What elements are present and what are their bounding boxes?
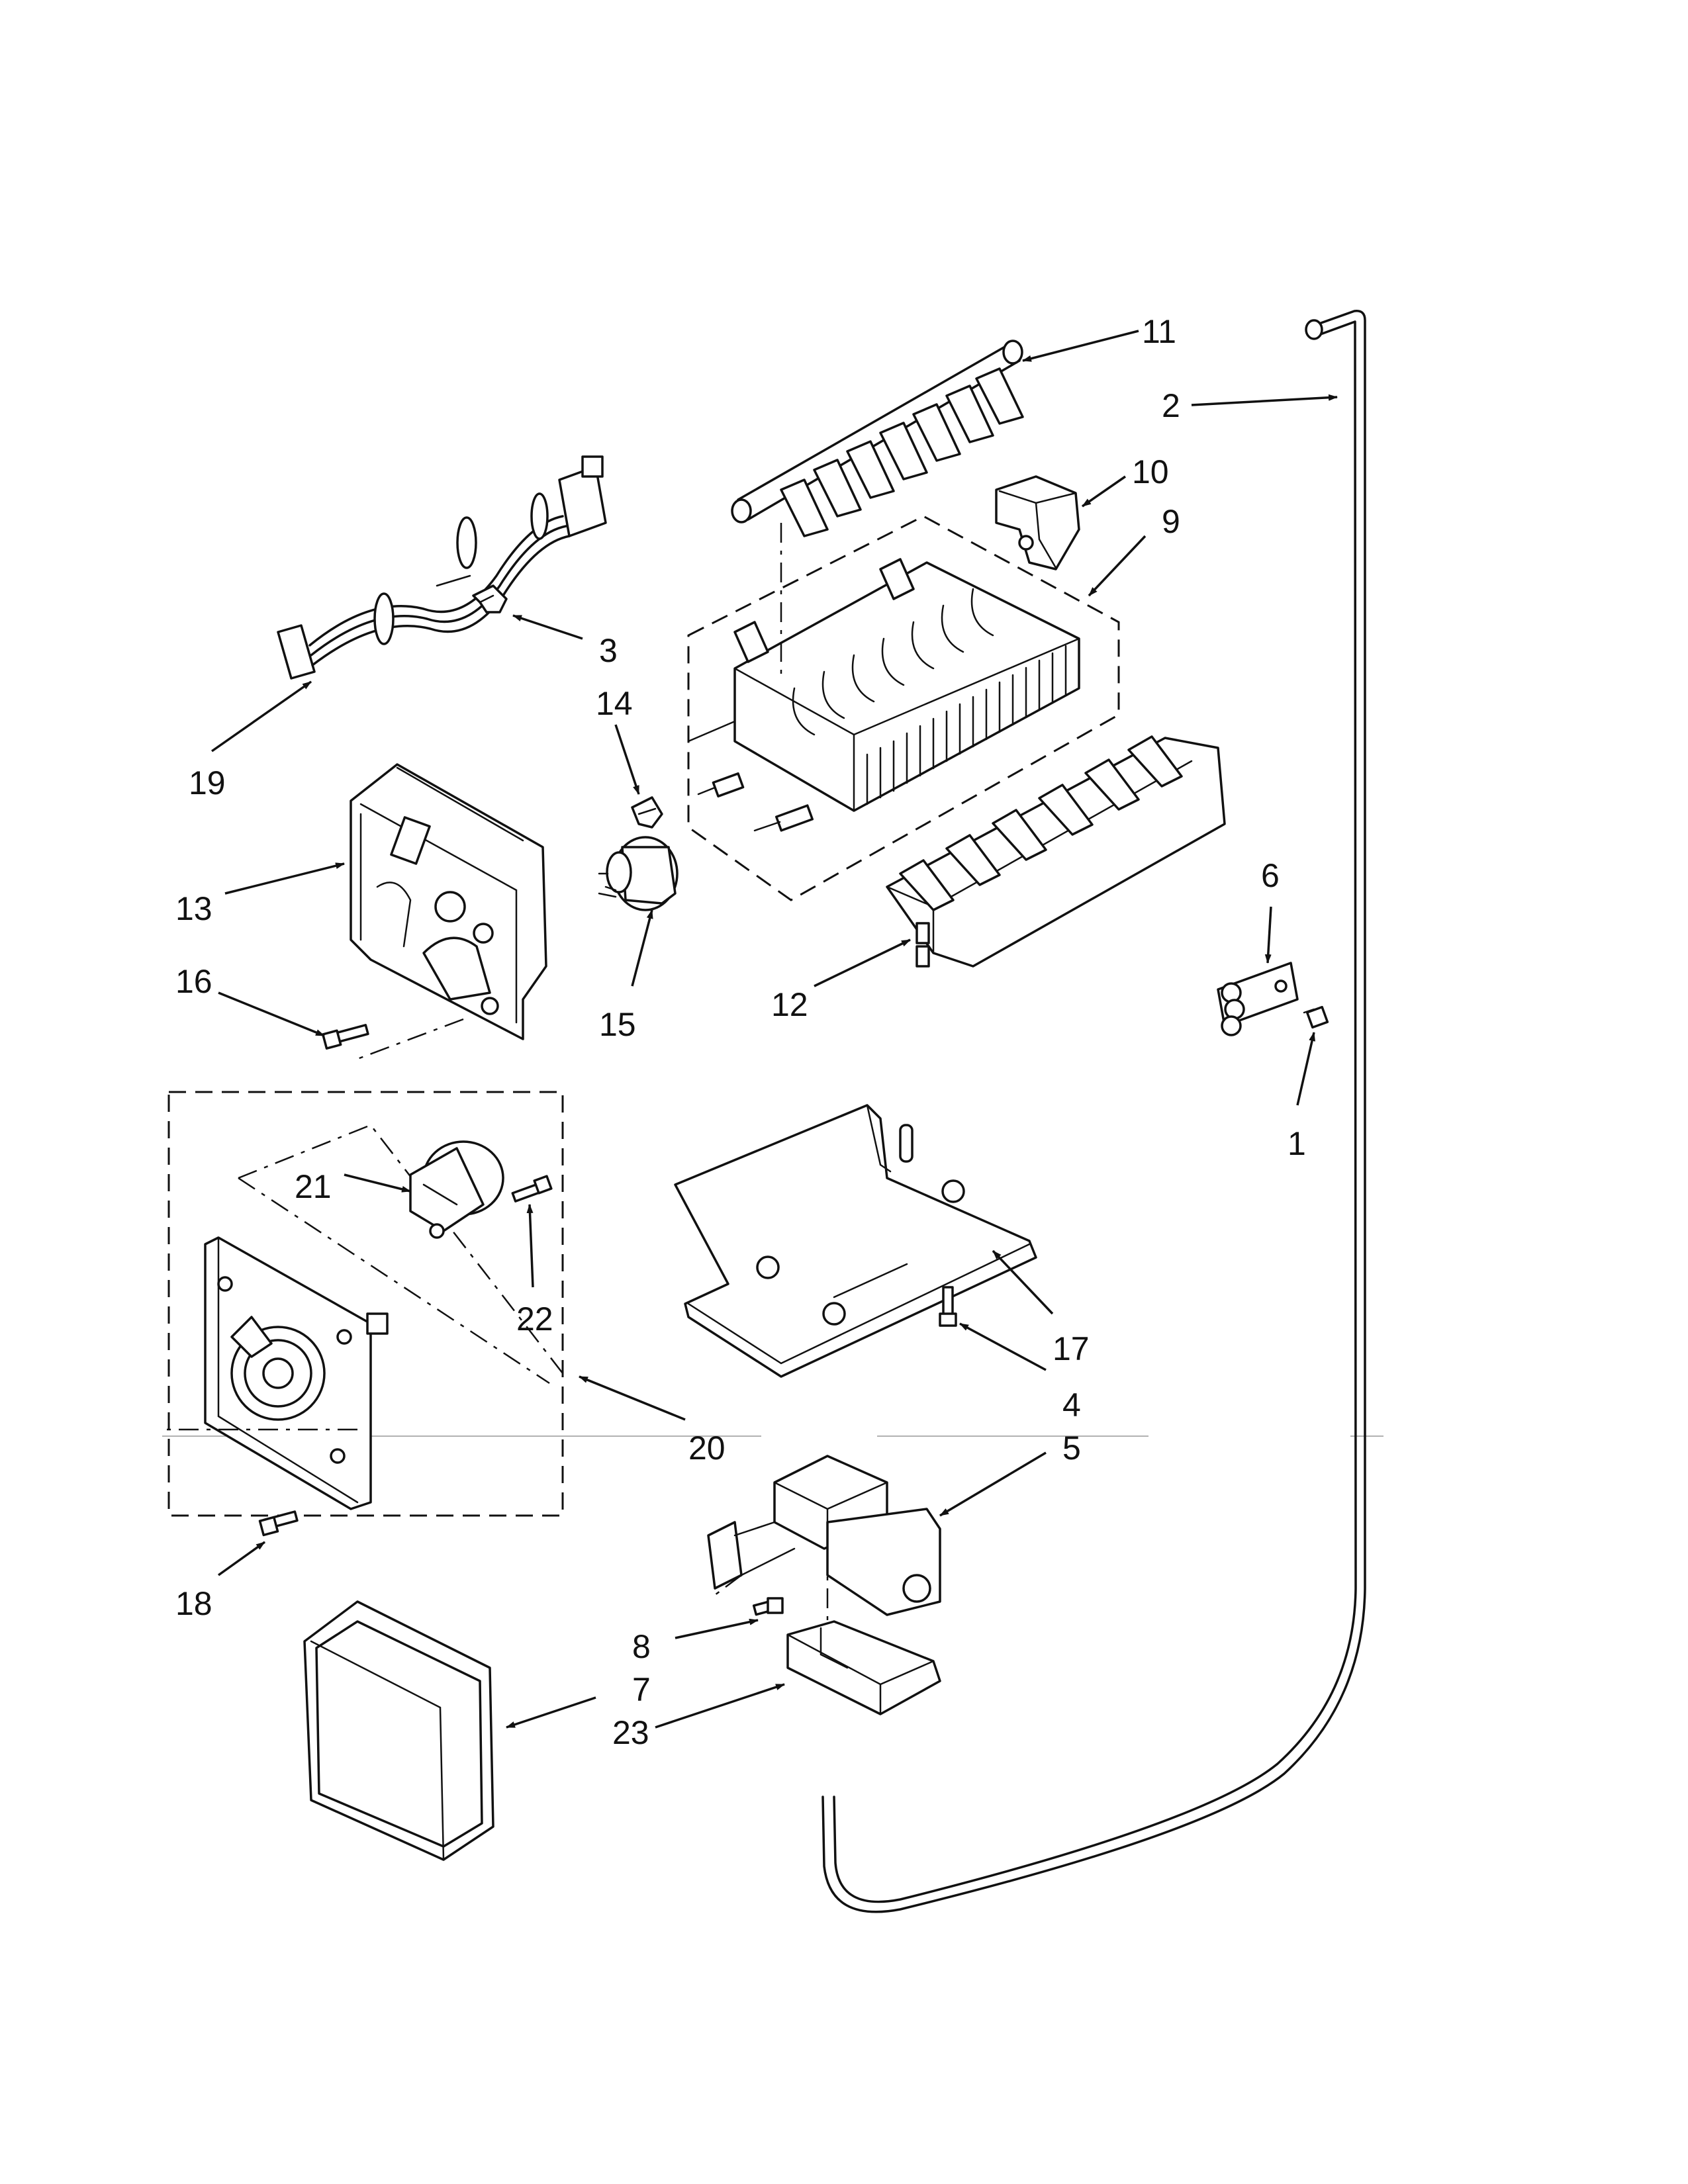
clamp-part-6	[1217, 962, 1299, 1036]
mold-assembly-part-9	[687, 515, 1120, 901]
fill-tube-part-2	[821, 310, 1366, 1913]
callout-20: 20	[688, 1430, 726, 1467]
callout-8: 8	[632, 1628, 651, 1665]
callout-2: 2	[1162, 387, 1180, 424]
callout-15: 15	[599, 1006, 636, 1043]
valve-part-5	[707, 1455, 941, 1616]
callout-18: 18	[175, 1585, 212, 1622]
bracket-part-7-23	[786, 1549, 941, 1715]
callout-23: 23	[612, 1714, 649, 1751]
thermostat-part-15	[598, 836, 679, 911]
stripper-part-10	[995, 475, 1080, 570]
module-assembly-part-20	[159, 1091, 564, 1517]
callout-21: 21	[295, 1168, 332, 1205]
callout-5: 5	[1062, 1430, 1081, 1467]
screw-part-1	[1303, 1005, 1329, 1029]
screw-part-8	[752, 1597, 784, 1616]
clip-part-14	[631, 796, 663, 829]
screw-part-22	[511, 1175, 553, 1203]
callout-6: 6	[1261, 857, 1280, 894]
screw-part-4	[939, 1286, 957, 1327]
callout-13: 13	[175, 890, 212, 927]
callout-11: 11	[1142, 313, 1176, 350]
callout-12: 12	[771, 986, 808, 1023]
callout-19: 19	[189, 764, 226, 801]
callout-4: 4	[1062, 1387, 1081, 1424]
cover-pad-part-7	[303, 1600, 494, 1861]
screw-part-18	[258, 1510, 299, 1537]
callout-17: 17	[1053, 1330, 1090, 1367]
callout-10: 10	[1132, 453, 1169, 490]
cover-part-17	[674, 1104, 1037, 1378]
ejector-part-11	[731, 340, 1024, 537]
callout-7: 7	[632, 1671, 651, 1708]
screw-part-16	[322, 1024, 369, 1050]
bearing-part-12	[886, 735, 1226, 968]
wire-harness-part-19	[277, 455, 607, 680]
callout-9: 9	[1162, 503, 1180, 540]
housing-part-13	[350, 763, 547, 1060]
leader-lines	[211, 330, 1338, 1729]
callout-1: 1	[1288, 1125, 1306, 1162]
wire-clip-part-3	[472, 584, 508, 614]
callout-3: 3	[599, 632, 618, 669]
callout-22: 22	[516, 1300, 553, 1338]
callout-16: 16	[175, 963, 212, 1000]
motor-part-21	[409, 1140, 504, 1239]
callouts: 11 2 10 9 3 14 19 13 6 16 12 15 1 21 22 …	[175, 313, 1306, 1751]
callout-14: 14	[596, 685, 633, 722]
